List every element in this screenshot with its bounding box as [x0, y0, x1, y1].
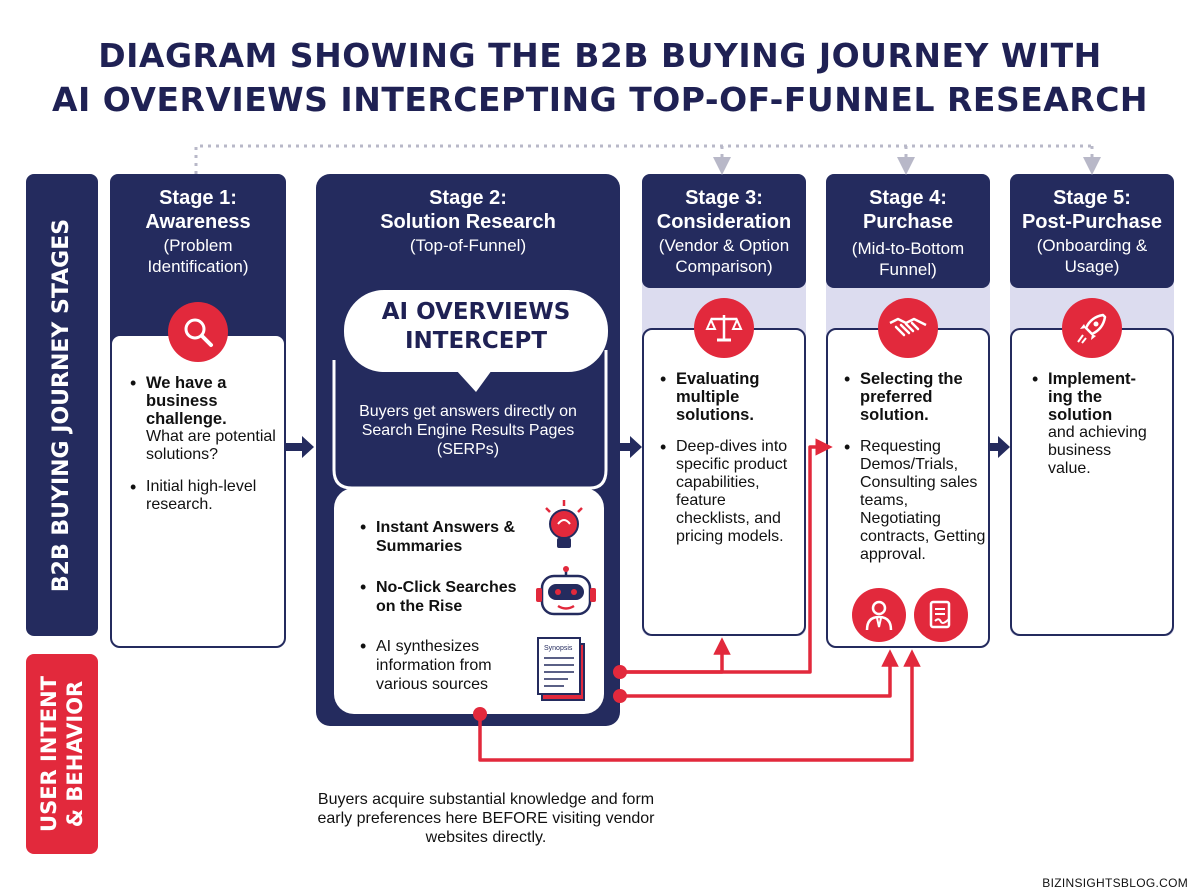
scales-icon [694, 298, 754, 358]
stage2-header: Stage 2: Solution Research (Top-of-Funne… [316, 174, 620, 264]
rocket-icon [1062, 298, 1122, 358]
site-watermark: BIZINSIGHTSBLOG.COM [1042, 876, 1188, 890]
title-line-2: AI OVERVIEWS INTERCEPTING TOP-OF-FUNNEL … [51, 80, 1149, 119]
stage2-item-3: AI synthesizes information from various … [360, 637, 530, 694]
lightbulb-icon [545, 500, 583, 548]
stage1-points: We have a business challenge. What are p… [128, 374, 278, 528]
stage3-points: Evaluating multiple solutions. Deep-dive… [658, 370, 804, 560]
stage3-title: Stage 3: Consideration [656, 187, 792, 233]
arrow-stage1-stage2 [286, 436, 314, 458]
stage5-subtitle: (Onboarding & Usage) [1036, 236, 1148, 276]
stage3-point-2-text: Deep-dives into specific product capabil… [676, 438, 788, 545]
stage3-header: Stage 3: Consideration (Vendor & Option … [642, 174, 806, 288]
stage4-points: Selecting the preferred solution. Reques… [842, 370, 988, 578]
magnifier-icon [168, 302, 228, 362]
stage2-title: Stage 2: Solution Research [380, 187, 556, 233]
stage1-point-1-text: What are potential solutions? [146, 428, 276, 463]
bubble-tail-bottom [452, 488, 494, 504]
stage3-subtitle: (Vendor & Option Comparison) [658, 236, 790, 276]
arrow-stage4-stage5 [990, 436, 1010, 458]
stage2-subtitle: (Top-of-Funnel) [409, 236, 527, 255]
stage4-point-2: Requesting Demos/Trials, Consulting sale… [842, 438, 988, 564]
document-label: Synopsis [544, 645, 573, 652]
connector-dot-3 [473, 707, 487, 721]
stage5-point-1-text: and achieving business value. [1048, 424, 1147, 477]
stage1-point-2-text: Initial high-level research. [146, 478, 257, 513]
stage1-subtitle: (Problem Identification) [147, 236, 249, 276]
stage2-item-2: No-Click Searches on the Rise [360, 578, 530, 616]
stage1-title: Stage 1: Awareness [145, 187, 251, 233]
connector-to-stage3 [620, 637, 731, 674]
stage5-points: Implement-ing the solution and achieving… [1030, 370, 1152, 492]
stage5-title: Stage 5: Post-Purchase [1021, 187, 1163, 233]
stage4-header: Stage 4: Purchase (Mid-to-Bottom Funnel) [826, 174, 990, 288]
bubble-tail-top [456, 370, 492, 392]
stage5-point-1: Implement-ing the solution and achieving… [1030, 370, 1152, 478]
connector-to-stage4-b [478, 649, 921, 762]
stage2-item-3-text: AI synthesizes information from various … [376, 638, 492, 693]
salesperson-icon [852, 588, 906, 642]
stage2-item-1: Instant Answers & Summaries [360, 518, 530, 556]
connector-dot-1 [613, 665, 627, 679]
stage3-point-1: Evaluating multiple solutions. [658, 370, 804, 424]
title-line-1: DIAGRAM SHOWING THE B2B BUYING JOURNEY W… [98, 36, 1102, 75]
handshake-icon [878, 298, 938, 358]
robot-icon [536, 566, 596, 616]
contract-icon [914, 588, 968, 642]
stage5-point-1-bold: Implement-ing the solution [1048, 370, 1137, 424]
stage4-point-2-text: Requesting Demos/Trials, Consulting sale… [860, 438, 986, 563]
stage3-point-1-bold: Evaluating multiple solutions. [676, 370, 760, 424]
arrow-stage2-stage3 [620, 436, 642, 458]
stage3-point-2: Deep-dives into specific product capabil… [658, 438, 804, 546]
stage4-title: Stage 4: Purchase [862, 187, 954, 233]
side-label-intent: USER INTENT & BEHAVIOR [26, 654, 98, 854]
stage1-point-1: We have a business challenge. What are p… [128, 374, 278, 464]
stage4-subtitle: (Mid-to-Bottom Funnel) [851, 239, 965, 279]
footnote: Buyers acquire substantial knowledge and… [317, 791, 655, 846]
connector-to-stage4-a [620, 649, 899, 698]
stage4-point-1: Selecting the preferred solution. [842, 370, 988, 424]
connector-dot-2 [613, 689, 627, 703]
stage1-point-2: Initial high-level research. [128, 478, 278, 514]
stage2-item-1-text: Instant Answers & Summaries [376, 519, 515, 555]
dotted-top-connector [194, 144, 1101, 175]
side-label-stages: B2B BUYING JOURNEY STAGES [26, 174, 98, 636]
stage-flow-arrows [286, 436, 1010, 458]
stage1-point-1-bold: We have a business challenge. [146, 374, 227, 428]
serp-text: Buyers get answers directly on Search En… [359, 403, 577, 458]
connector-to-stage4-top [620, 438, 833, 674]
document-icon: Synopsis [537, 637, 585, 701]
intent-connectors [478, 438, 921, 762]
page-title: DIAGRAM SHOWING THE B2B BUYING JOURNEY W… [0, 34, 1200, 122]
stage2-item-2-text: No-Click Searches on the Rise [376, 579, 517, 615]
bubble-frame [332, 350, 608, 490]
ai-overviews-bubble: AI OVERVIEWS INTERCEPT [344, 290, 608, 372]
stage5-header: Stage 5: Post-Purchase (Onboarding & Usa… [1010, 174, 1174, 288]
stage4-point-1-bold: Selecting the preferred solution. [860, 370, 963, 424]
